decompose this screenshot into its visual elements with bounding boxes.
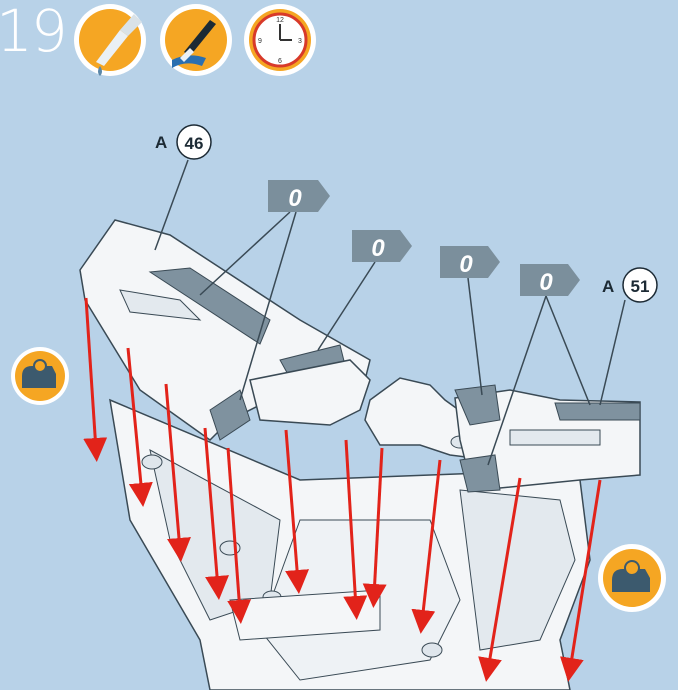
part-label-prefix: A	[602, 277, 614, 296]
paint-flag-code: 0	[459, 251, 473, 278]
paint-flag-2: 0	[352, 230, 412, 262]
paint-brush-icon	[160, 4, 232, 76]
part-label-number: 51	[631, 277, 650, 296]
paint-flag-3: 0	[440, 246, 500, 278]
part-label-a51: A 51	[602, 268, 657, 302]
part-label-number: 46	[185, 134, 204, 153]
paint-flag-code: 0	[288, 185, 302, 212]
part-label-a46: A 46	[155, 125, 211, 159]
clock-number-9: 9	[258, 38, 262, 45]
paint-flag-4: 0	[520, 264, 580, 296]
part-label-prefix: A	[155, 133, 167, 152]
clock-number-6: 6	[278, 58, 282, 65]
wing-part-a51	[455, 385, 640, 492]
paint-flag-code: 0	[539, 269, 553, 296]
paint-flag-code: 0	[371, 235, 385, 262]
clock-number-3: 3	[298, 38, 302, 45]
paint-flag-1: 0	[268, 180, 330, 216]
clock-icon: 12 3 6 9	[244, 4, 316, 76]
glue-icon	[74, 4, 146, 76]
tape-dispenser-icon	[11, 347, 69, 405]
tape-dispenser-icon-2	[598, 544, 666, 612]
clock-number-12: 12	[276, 17, 284, 24]
